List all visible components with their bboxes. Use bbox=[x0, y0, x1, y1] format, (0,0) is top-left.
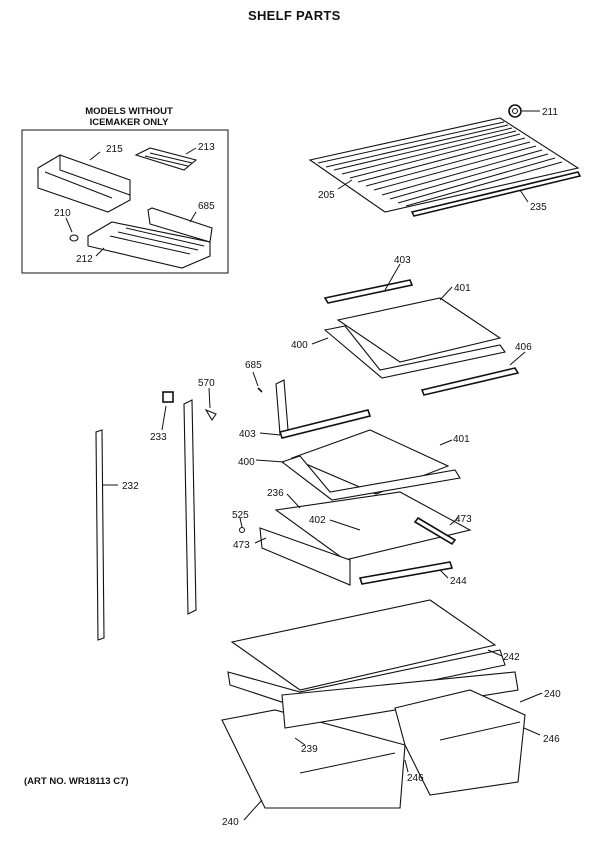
callout-215: 215 bbox=[106, 144, 123, 155]
callout-240-left: 240 bbox=[222, 817, 239, 828]
callout-246-right: 246 bbox=[543, 734, 560, 745]
callout-473-left: 473 bbox=[233, 540, 250, 551]
shelf-support-rails bbox=[95, 379, 289, 641]
callout-210: 210 bbox=[54, 208, 71, 219]
callout-213: 213 bbox=[198, 142, 215, 153]
callout-525: 525 bbox=[232, 510, 249, 521]
diagram-title: SHELF PARTS bbox=[248, 8, 341, 23]
callout-401-upper: 401 bbox=[454, 283, 471, 294]
crisper-drawer-right bbox=[394, 689, 526, 796]
callout-205: 205 bbox=[318, 190, 335, 201]
callout-232: 232 bbox=[122, 481, 139, 492]
wire-shelf-part bbox=[308, 117, 580, 213]
callout-236: 236 bbox=[267, 488, 284, 499]
cap-part bbox=[508, 104, 522, 118]
inset-heading-line1: MODELS WITHOUT bbox=[85, 106, 173, 117]
ice-rack-part bbox=[87, 207, 213, 269]
inset-box-heading: MODELS WITHOUT ICEMAKER ONLY bbox=[74, 106, 184, 128]
callout-242: 242 bbox=[503, 652, 520, 663]
callout-401-middle: 401 bbox=[453, 434, 470, 445]
callout-235: 235 bbox=[530, 202, 547, 213]
crisper-drawer-left bbox=[221, 671, 519, 809]
callout-570: 570 bbox=[198, 378, 215, 389]
callout-212: 212 bbox=[76, 254, 93, 265]
callout-239: 239 bbox=[301, 744, 318, 755]
callout-403-upper: 403 bbox=[394, 255, 411, 266]
callout-233: 233 bbox=[150, 432, 167, 443]
callout-403-middle: 403 bbox=[239, 429, 256, 440]
callout-473-right: 473 bbox=[455, 514, 472, 525]
callout-685-middle: 685 bbox=[245, 360, 262, 371]
leader-lines bbox=[65, 110, 543, 821]
wire-shelf-rail-part bbox=[410, 171, 582, 217]
callout-400-middle: 400 bbox=[238, 457, 255, 468]
ice-tray-part bbox=[134, 147, 198, 171]
callout-246-left: 246 bbox=[407, 773, 424, 784]
art-number: (ART NO. WR18113 C7) bbox=[24, 776, 129, 787]
crisper-frame-part bbox=[239, 491, 472, 586]
middle-glass-shelf-part bbox=[278, 409, 461, 501]
inset-heading-line2: ICEMAKER ONLY bbox=[89, 117, 169, 128]
callout-244: 244 bbox=[450, 576, 467, 587]
upper-glass-shelf-part bbox=[323, 279, 520, 396]
callout-402: 402 bbox=[309, 515, 326, 526]
callout-211: 211 bbox=[542, 107, 558, 118]
callout-240-right: 240 bbox=[544, 689, 561, 700]
screw-part bbox=[69, 234, 79, 242]
callout-400-upper: 400 bbox=[291, 340, 308, 351]
callout-685-inset: 685 bbox=[198, 201, 215, 212]
ice-bucket-part bbox=[37, 154, 131, 213]
small-hardware-parts bbox=[162, 387, 263, 422]
callout-406: 406 bbox=[515, 342, 532, 353]
inset-box-frame bbox=[21, 129, 229, 274]
